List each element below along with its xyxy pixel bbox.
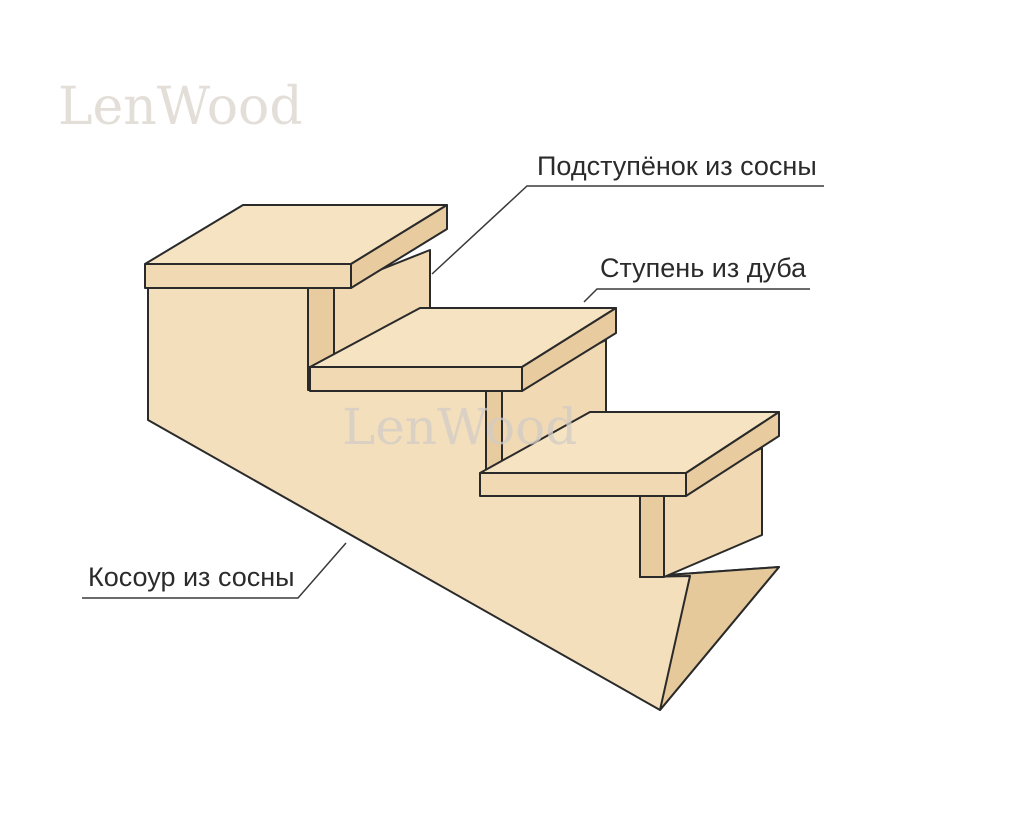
leader-stringer: [82, 542, 347, 599]
label-stringer: Косоур из сосны: [88, 562, 295, 592]
tread-2-front: [309, 366, 523, 392]
brand-watermark-top: LenWood: [58, 77, 303, 137]
leader-tread: [583, 288, 810, 303]
callout-riser: Подступёнок из сосны: [431, 151, 824, 275]
leader-riser: [431, 185, 824, 275]
label-riser: Подступёнок из сосны: [537, 151, 817, 181]
tread-1-side: [350, 204, 448, 289]
tread-1-front: [144, 263, 352, 289]
label-tread: Ступень из дуба: [600, 253, 807, 283]
tread-3-side: [685, 411, 780, 497]
riser-3-side: [639, 494, 665, 578]
tread-2-side: [521, 307, 617, 392]
callout-tread: Ступень из дуба: [583, 253, 810, 303]
tread-3-front: [479, 472, 687, 497]
brand-watermark-center: LenWood: [342, 398, 577, 456]
callout-stringer: Косоур из сосны: [82, 542, 347, 599]
stringer-bottom-face: [639, 566, 780, 711]
treads: [144, 204, 780, 497]
